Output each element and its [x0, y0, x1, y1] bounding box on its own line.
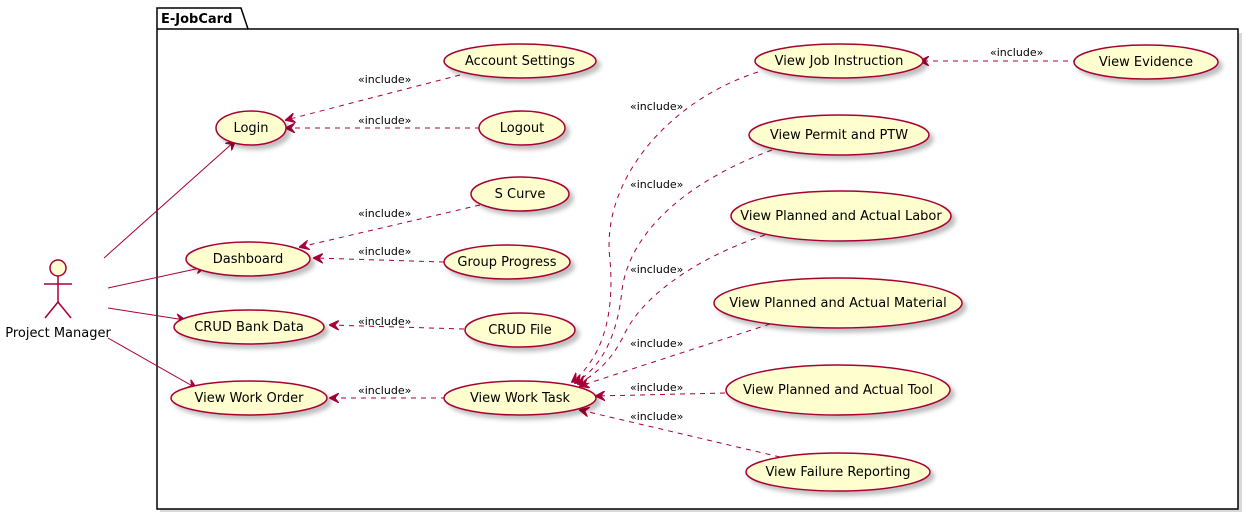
include-s-curve	[300, 204, 481, 247]
usecase-view-failure-reporting-label: View Failure Reporting	[765, 465, 910, 480]
stereotype-label: «include»	[358, 114, 411, 127]
assoc-login	[103, 141, 235, 259]
usecase-logout-ellipse	[478, 110, 566, 146]
usecase-view-planned-material-label: View Planned and Actual Material	[729, 296, 947, 311]
usecase-view-evidence-ellipse	[1073, 44, 1219, 80]
usecase-view-work-task-ellipse	[443, 380, 597, 416]
assoc-dashboard	[107, 267, 205, 289]
usecase-account-settings-ellipse	[443, 43, 597, 79]
stereotype-label: «include»	[990, 46, 1043, 59]
usecase-crud-bank-data-ellipse	[173, 309, 325, 345]
stereotype-label: «include»	[630, 410, 683, 423]
usecase-view-permit-ptw-label: View Permit and PTW	[770, 128, 908, 143]
stereotype-label: «include»	[630, 178, 683, 191]
usecase-group-progress-label: Group Progress	[457, 255, 556, 270]
include-planned-material	[580, 323, 771, 386]
usecase-group-progress-ellipse	[443, 244, 571, 280]
usecase-s-curve-label: S Curve	[495, 187, 546, 202]
usecase-crud-file-label: CRUD File	[488, 323, 552, 338]
stereotype-label: «include»	[630, 100, 683, 113]
usecase-view-planned-tool-label: View Planned and Actual Tool	[743, 383, 933, 398]
actor-project-manager: Project Manager	[5, 259, 111, 341]
assoc-work-order	[107, 337, 196, 388]
usecase-view-job-instruction-label: View Job Instruction	[775, 54, 904, 69]
actor-name: Project Manager	[5, 326, 111, 341]
usecase-view-failure-reporting-ellipse	[745, 452, 931, 492]
usecase-dashboard-ellipse	[185, 241, 311, 277]
package-e-jobcard: E-JobCard	[156, 7, 1242, 512]
usecase-view-work-task-label: View Work Task	[470, 391, 571, 406]
usecase-logout-label: Logout	[500, 121, 545, 136]
usecase-dashboard-label: Dashboard	[213, 252, 284, 267]
stereotype-label: «include»	[358, 384, 411, 397]
usecase-login-ellipse	[215, 110, 287, 146]
usecase-s-curve-ellipse	[470, 176, 570, 212]
include-crud-file	[330, 325, 465, 329]
stereotype-label: «include»	[358, 315, 411, 328]
stereotype-label: «include»	[630, 263, 683, 276]
usecase-account-settings-label: Account Settings	[465, 54, 575, 69]
stereotype-label: «include»	[630, 337, 683, 350]
usecase-view-planned-labor-label: View Planned and Actual Labor	[740, 209, 942, 224]
usecase-view-planned-tool-ellipse	[725, 364, 951, 416]
package-title: E-JobCard	[161, 12, 232, 27]
usecase-crud-bank-data-label: CRUD Bank Data	[194, 320, 304, 335]
usecase-view-evidence-label: View Evidence	[1099, 55, 1193, 70]
usecase-crud-file-ellipse	[464, 312, 576, 348]
stereotype-label: «include»	[358, 207, 411, 220]
stereotype-label: «include»	[358, 245, 411, 258]
include-failure-reporting	[580, 410, 781, 458]
usecase-view-job-instruction-ellipse	[754, 43, 924, 79]
usecase-view-work-order-label: View Work Order	[195, 391, 305, 406]
include-group-progress	[314, 258, 445, 262]
usecase-view-planned-labor-ellipse	[730, 190, 952, 242]
include-planned-tool	[596, 393, 726, 396]
actor-stick-figure-icon	[44, 259, 72, 319]
include-planned-labor	[578, 234, 766, 384]
usecase-login-label: Login	[233, 121, 268, 136]
assoc-crud-bank	[107, 307, 185, 320]
stereotype-label: «include»	[630, 381, 683, 394]
include-permit-ptw	[575, 149, 773, 383]
stereotype-label: «include»	[358, 73, 411, 86]
usecase-view-planned-material-ellipse	[713, 277, 963, 329]
usecase-view-permit-ptw-ellipse	[748, 114, 930, 156]
usecase-view-work-order-ellipse	[170, 380, 328, 416]
include-job-instruction	[572, 71, 759, 382]
